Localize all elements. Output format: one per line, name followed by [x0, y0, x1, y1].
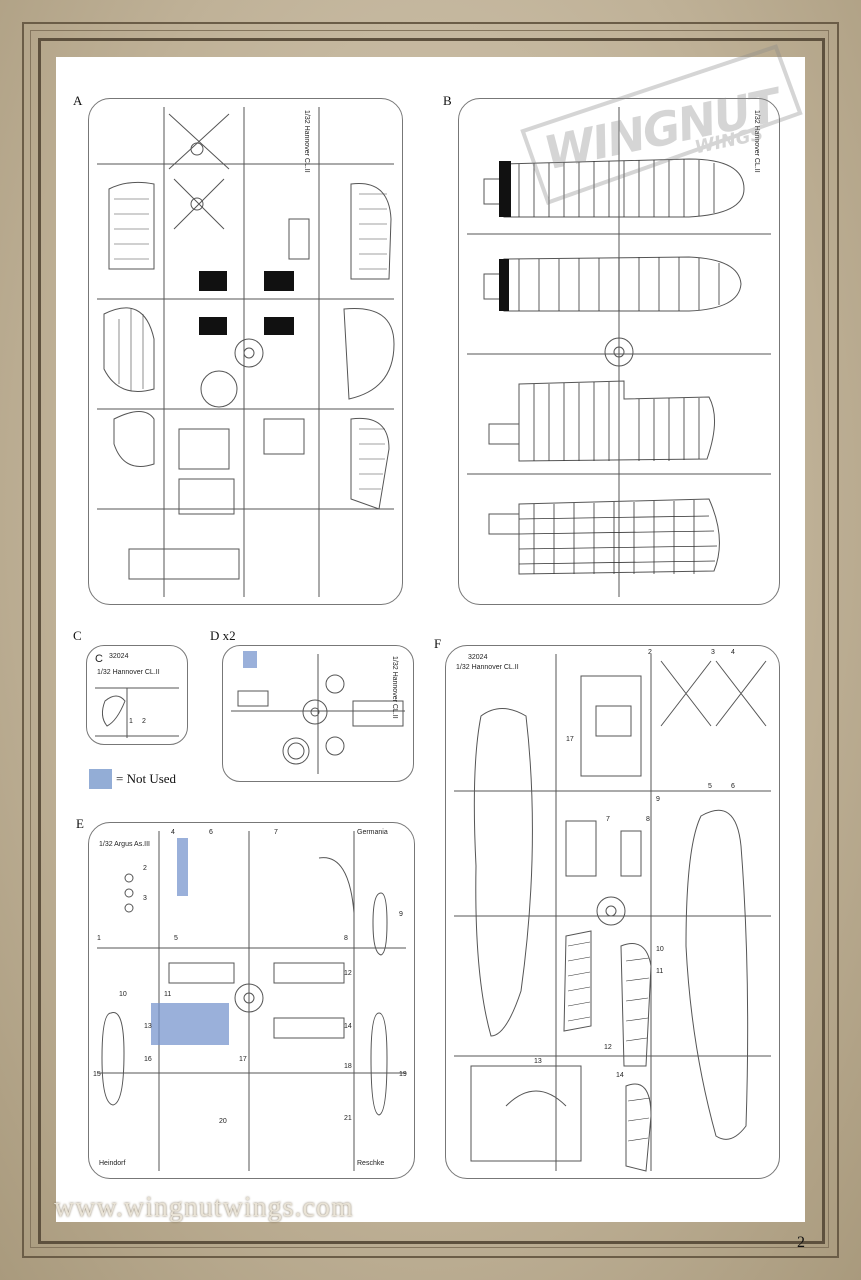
sprue-c-title: 1/32 Hannover CL.II	[97, 669, 160, 676]
sprue-f: 32024 1/32 Hannover CL.II 2 3 4 5 6 7 8 …	[445, 645, 780, 1179]
sprue-e-part-12: 12	[344, 970, 352, 977]
sprue-f-part-7: 7	[606, 816, 610, 823]
sprue-b	[458, 98, 780, 605]
not-used-legend-swatch	[89, 769, 112, 789]
sprue-f-part-11: 11	[656, 968, 664, 975]
frame-border-middle	[30, 30, 829, 1248]
sprue-a-title: 1/32 Hannover CL.II	[303, 110, 310, 173]
sprue-c-part-1: 1	[129, 718, 133, 725]
sprue-f-part-4: 4	[731, 649, 735, 656]
sprue-e-prop-heindorf: Heindorf	[99, 1160, 126, 1167]
sprue-f-part-14: 14	[616, 1072, 624, 1079]
sprue-e-part-5: 5	[174, 935, 178, 942]
sprue-c: C 32024 1/32 Hannover CL.II 1 2	[86, 645, 188, 745]
sprue-e-part-3: 3	[143, 895, 147, 902]
frame-border-outer	[22, 22, 839, 1258]
sprue-e-part-2: 2	[143, 865, 147, 872]
sprue-e-drawing	[97, 831, 406, 1171]
sprue-e-part-13: 13	[144, 1023, 152, 1030]
sprue-e-part-10: 10	[119, 991, 127, 998]
sprue-d: 1/32 Hannover CL.II	[222, 645, 414, 782]
page-number: 2	[797, 1234, 805, 1251]
sprue-f-part-8: 8	[646, 816, 650, 823]
sprue-a	[88, 98, 403, 605]
sprue-f-part-13: 13	[534, 1058, 542, 1065]
sprue-e-not-used-highlight-top	[177, 838, 188, 896]
sprue-f-part-17: 17	[566, 736, 574, 743]
not-used-legend-text: = Not Used	[116, 771, 177, 786]
sprue-f-part-9: 9	[656, 796, 660, 803]
sprue-e-part-9: 9	[399, 911, 403, 918]
sprue-c-drawing	[95, 687, 179, 738]
sprue-e-part-16: 16	[144, 1056, 152, 1063]
sprue-e-part-6: 6	[209, 829, 213, 836]
sprue-d-label: D x2	[210, 628, 236, 643]
sprue-f-part-12: 12	[604, 1044, 612, 1051]
sprue-e-part-8: 8	[344, 935, 348, 942]
sprue-e-prop-germania: Germania	[357, 829, 388, 836]
sprue-e-not-used-highlight-cylinders	[151, 1003, 229, 1045]
wingnut-wings-watermark: WINGNUT WINGS	[510, 34, 816, 220]
sprue-e-title: 1/32 Argus As.III	[99, 841, 150, 848]
sprue-c-code: 32024	[109, 653, 129, 660]
sprue-e-part-15: 15	[93, 1071, 101, 1078]
sprue-e-part-14: 14	[344, 1023, 352, 1030]
sprue-e-part-17: 17	[239, 1056, 247, 1063]
sprue-e-part-11: 11	[164, 991, 172, 998]
sprue-e-part-18: 18	[344, 1063, 352, 1070]
sprue-f-part-10: 10	[656, 946, 664, 953]
sprue-f-title: 1/32 Hannover CL.II	[456, 664, 519, 671]
sprue-b-drawing	[467, 107, 771, 597]
sprue-f-part-6: 6	[731, 783, 735, 790]
sprue-f-code: 32024	[468, 654, 488, 661]
sprue-c-part-2: 2	[142, 718, 146, 725]
sprue-d-not-used-highlight	[243, 651, 257, 668]
sprue-f-label: F	[434, 636, 442, 651]
sprue-e-prop-reschke: Reschke	[357, 1160, 385, 1167]
sprue-b-label: B	[443, 93, 452, 108]
sprue-e-part-20: 20	[219, 1118, 227, 1125]
sprue-e-part-7: 7	[274, 829, 278, 836]
frame-border-inner	[38, 38, 825, 1244]
sprue-f-part-3: 3	[711, 649, 715, 656]
sprue-e-part-4: 4	[171, 829, 175, 836]
sprue-e-part-19: 19	[399, 1071, 407, 1078]
watermark-shape	[520, 44, 803, 205]
sprue-e: 1/32 Argus As.III Germania Heindorf Resc…	[88, 822, 415, 1179]
sprue-f-drawing	[454, 654, 771, 1172]
sprue-e-label: E	[76, 816, 84, 831]
sprue-a-drawing	[97, 107, 395, 597]
sprue-e-part-1: 1	[97, 935, 101, 942]
sprue-f-part-5: 5	[708, 783, 712, 790]
sprue-c-label: C	[73, 628, 82, 643]
sprue-a-label: A	[73, 93, 83, 108]
website-url: www.wingnutwings.com	[54, 1192, 354, 1223]
sprue-c-letter-mark: C	[95, 653, 103, 665]
sprue-e-part-21: 21	[344, 1115, 352, 1122]
sprue-f-part-2: 2	[648, 649, 652, 656]
sprue-d-title: 1/32 Hannover CL.II	[391, 656, 398, 719]
sprue-d-drawing	[231, 654, 405, 774]
